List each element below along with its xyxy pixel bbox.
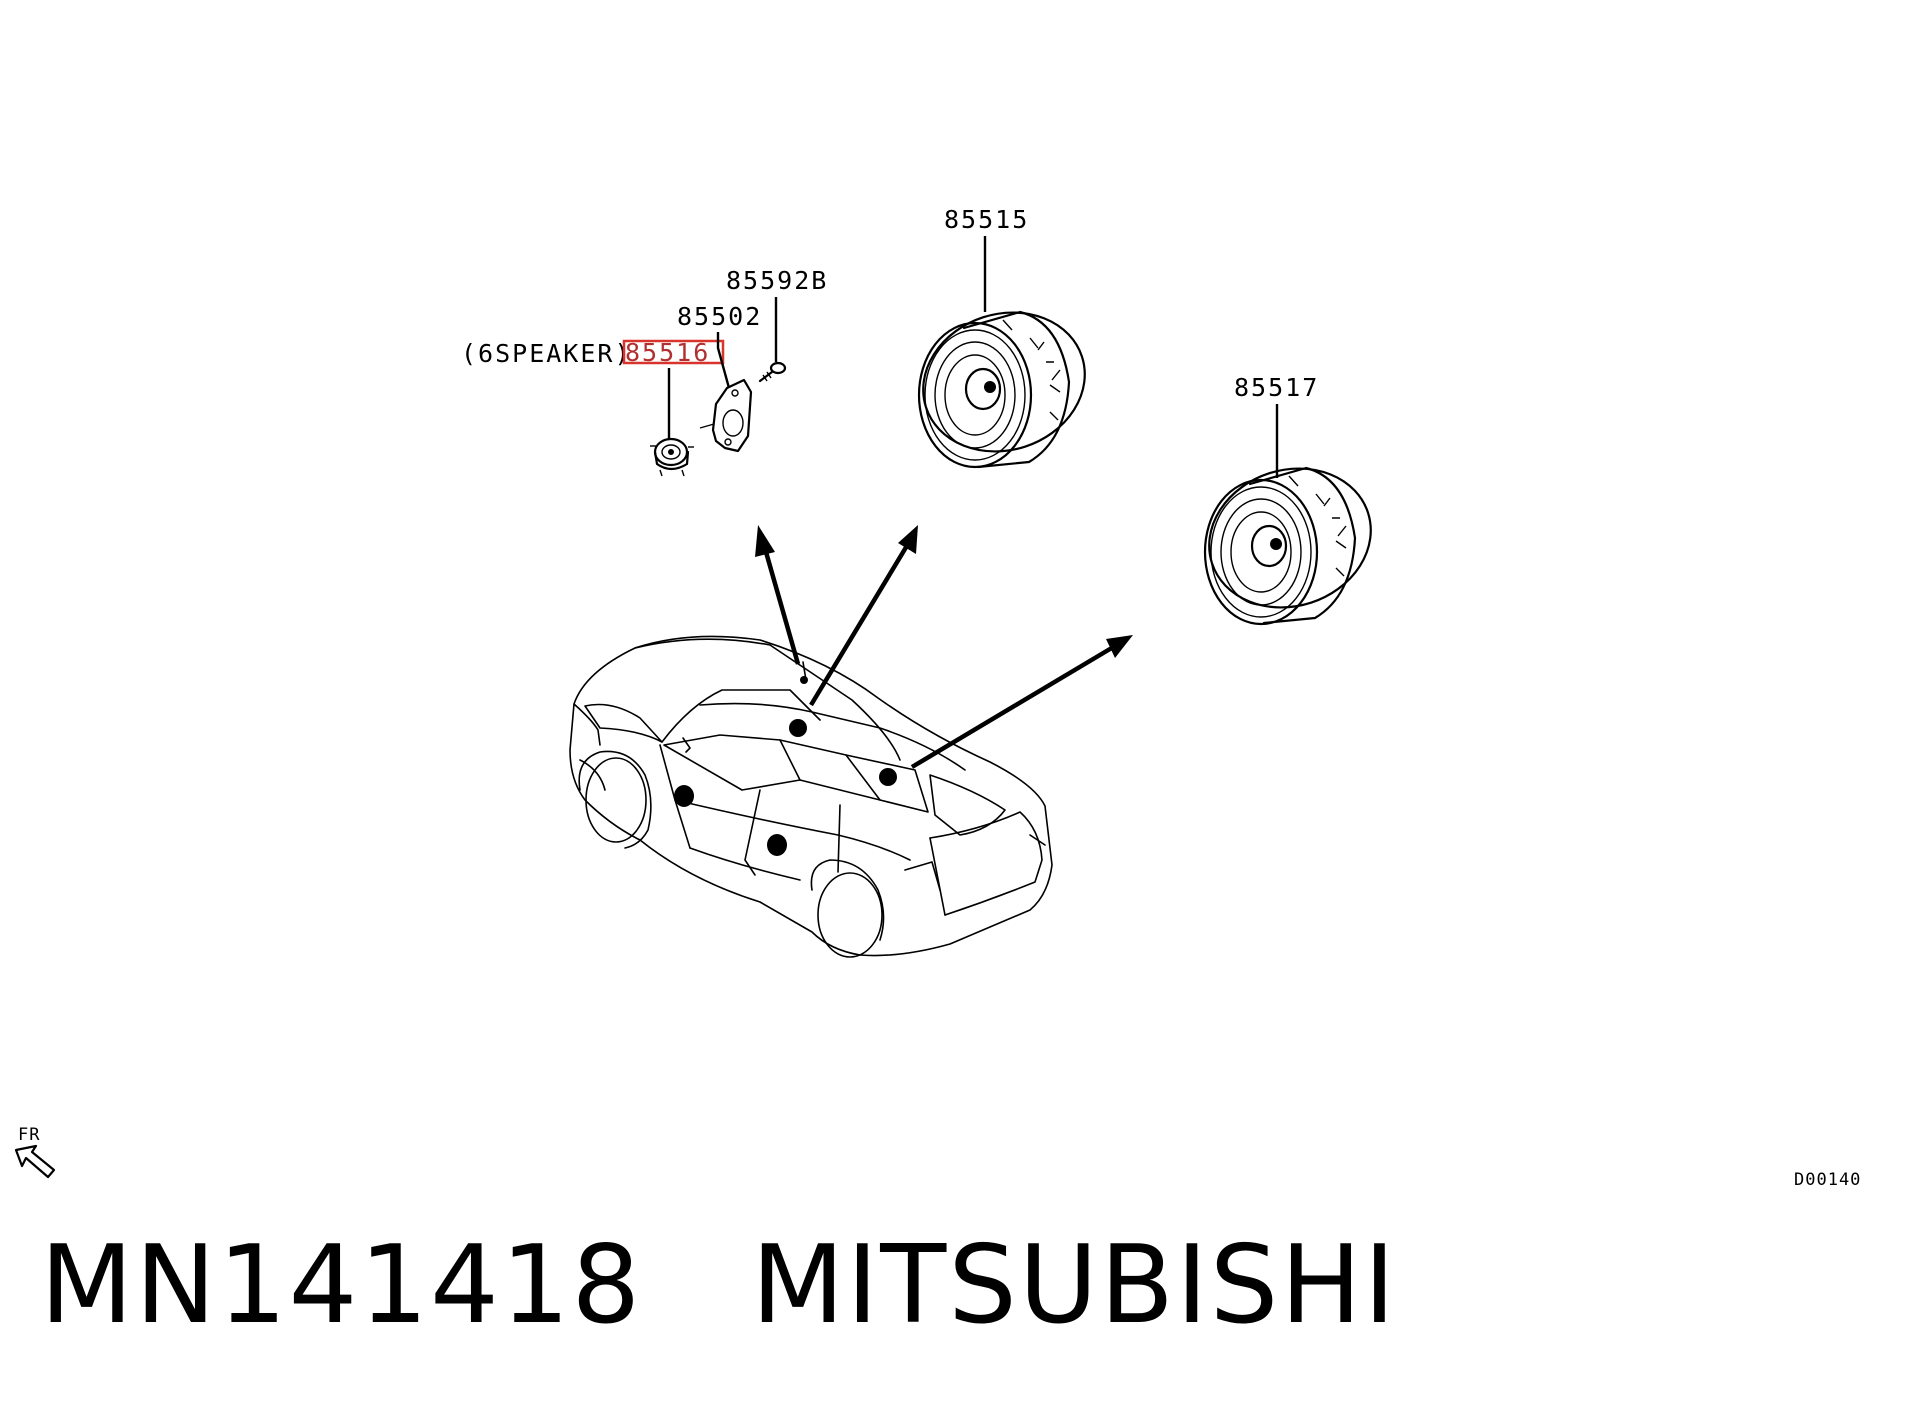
label-85515: 85515 bbox=[944, 205, 1029, 234]
location-marker-front-top bbox=[789, 719, 807, 737]
label-85502: 85502 bbox=[677, 302, 762, 331]
front-direction-arrow-icon bbox=[14, 1144, 56, 1179]
location-marker-front-door bbox=[674, 785, 694, 807]
bracket-part-85502[interactable] bbox=[699, 378, 753, 453]
speaker-part-85517[interactable] bbox=[1191, 448, 1389, 628]
arrow-to-85515 bbox=[809, 525, 918, 707]
label-85592b: 85592B bbox=[726, 266, 828, 295]
screw-part-85592b[interactable] bbox=[758, 361, 787, 383]
part-highlight-box bbox=[622, 339, 725, 365]
diagram-code: D00140 bbox=[1794, 1170, 1861, 1190]
label-85517: 85517 bbox=[1234, 373, 1319, 402]
arrow-to-85517 bbox=[910, 635, 1133, 769]
front-label: FR bbox=[18, 1125, 40, 1145]
label-85516[interactable]: 85516 bbox=[625, 338, 710, 367]
tweeter-part-85516[interactable] bbox=[650, 437, 694, 477]
location-marker-tweeter bbox=[800, 676, 808, 684]
label-6speaker: (6SPEAKER) bbox=[461, 339, 632, 368]
vehicle-illustration bbox=[569, 635, 1053, 958]
location-marker-rear-door bbox=[767, 834, 787, 856]
speaker-part-85515[interactable] bbox=[905, 292, 1103, 472]
part-caption: MN141418 MITSUBISHI bbox=[40, 1223, 1398, 1348]
location-marker-rear-top bbox=[879, 768, 897, 786]
leader-85502 bbox=[716, 332, 731, 389]
arrow-to-tweeter bbox=[755, 525, 801, 665]
